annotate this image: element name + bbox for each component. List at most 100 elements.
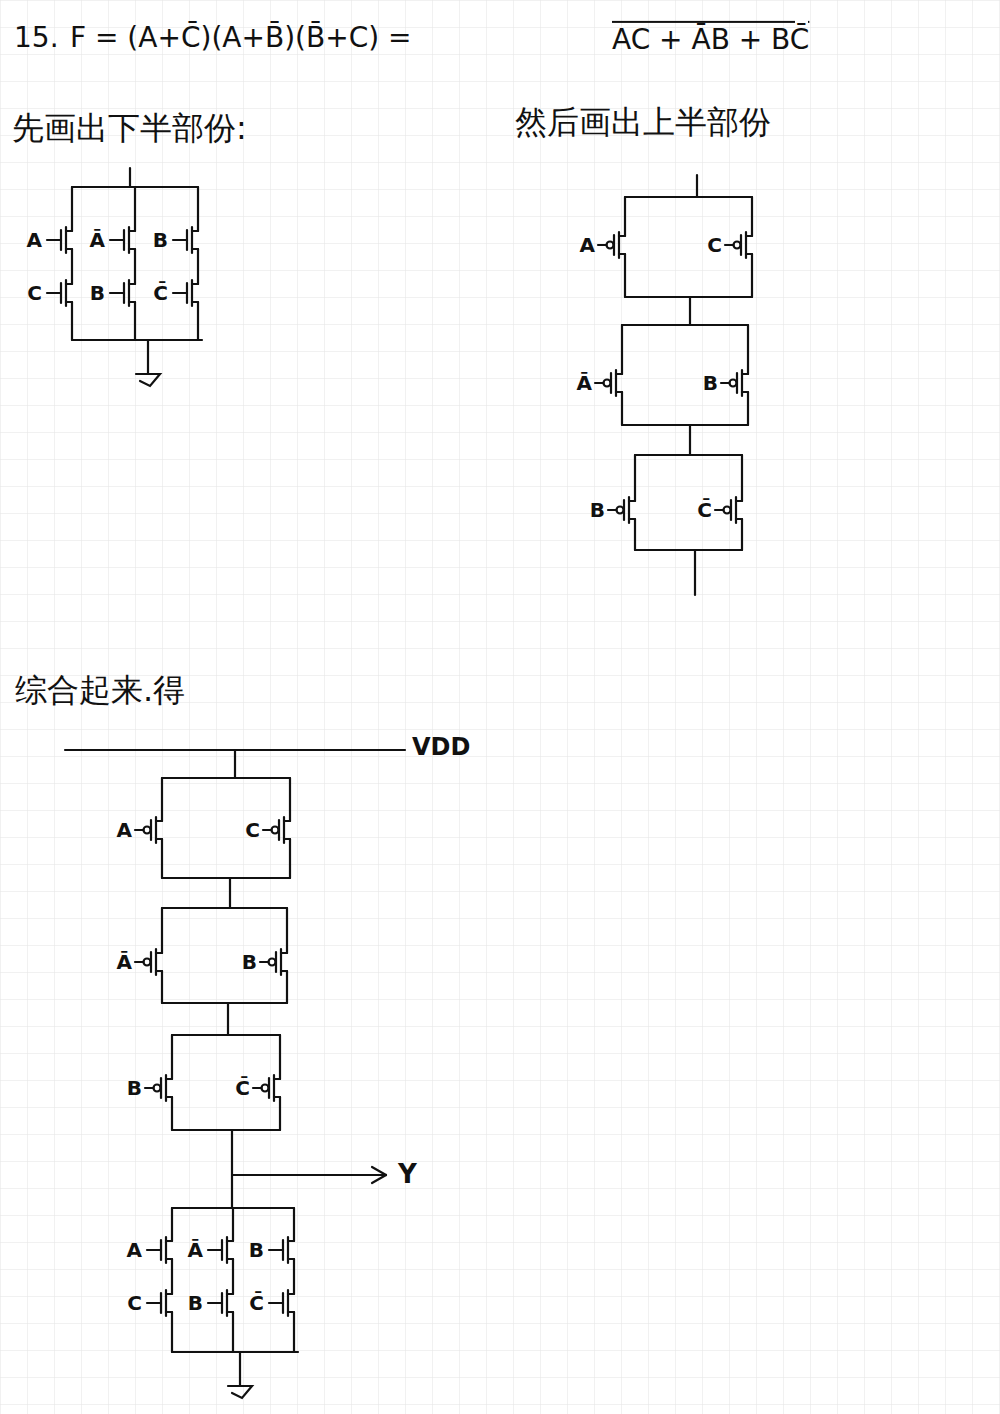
wire bbox=[289, 778, 291, 821]
gate-signal: C̄ bbox=[697, 499, 712, 522]
wire bbox=[239, 1352, 241, 1386]
wire bbox=[227, 1311, 233, 1313]
wire bbox=[66, 230, 72, 232]
wires bbox=[47, 168, 752, 1398]
wire bbox=[288, 1240, 294, 1242]
wire bbox=[171, 1312, 173, 1352]
gate-signal: B bbox=[249, 1239, 264, 1262]
wire bbox=[161, 839, 163, 878]
handwritten-note: AC + ĀB + BC̄ bbox=[612, 24, 809, 56]
wire bbox=[147, 1249, 161, 1251]
wire bbox=[736, 500, 742, 502]
pmos-bubble bbox=[730, 380, 737, 387]
wire bbox=[172, 1034, 280, 1036]
wire bbox=[156, 952, 162, 954]
wire bbox=[227, 1258, 233, 1260]
gate-signal: Ā bbox=[117, 951, 132, 974]
wire bbox=[134, 187, 136, 231]
wire bbox=[741, 455, 743, 501]
wire bbox=[736, 518, 742, 520]
wire bbox=[161, 778, 163, 821]
pmos-bubble bbox=[154, 1085, 161, 1092]
wire bbox=[197, 187, 199, 231]
wire bbox=[208, 1249, 222, 1251]
wire bbox=[129, 168, 131, 187]
wire bbox=[281, 952, 287, 954]
gate-signal: A bbox=[27, 229, 42, 252]
gate-signal: Ā bbox=[188, 1239, 203, 1262]
pmos-bubble bbox=[144, 827, 151, 834]
gate-signal: C bbox=[127, 1292, 142, 1315]
wire bbox=[269, 1249, 283, 1251]
pmos-bubble bbox=[607, 242, 614, 249]
gate-signal: B bbox=[590, 499, 605, 522]
wire bbox=[625, 196, 752, 198]
wire bbox=[621, 392, 623, 425]
wire bbox=[742, 391, 748, 393]
wire bbox=[71, 187, 73, 231]
pmos-bubble bbox=[604, 380, 611, 387]
wire bbox=[134, 249, 136, 284]
wire bbox=[166, 1240, 172, 1242]
gate-signal: C bbox=[27, 282, 42, 305]
wire bbox=[227, 1293, 233, 1295]
wire bbox=[622, 324, 748, 326]
wire bbox=[269, 1302, 283, 1304]
wire bbox=[634, 519, 636, 550]
wire bbox=[595, 382, 604, 384]
wire bbox=[629, 500, 635, 502]
wire bbox=[129, 283, 135, 285]
wire bbox=[619, 235, 625, 237]
wire bbox=[71, 249, 73, 284]
pmos-bubble bbox=[734, 242, 741, 249]
wire bbox=[162, 877, 290, 879]
pmos-bubble bbox=[144, 959, 151, 966]
gate-signal: A bbox=[127, 1239, 142, 1262]
gate-signal: C̄ bbox=[249, 1292, 264, 1315]
gate-signal: B bbox=[90, 282, 105, 305]
wire bbox=[721, 382, 730, 384]
wire bbox=[173, 239, 187, 241]
wire bbox=[129, 230, 135, 232]
wire bbox=[192, 301, 198, 303]
wire bbox=[47, 292, 61, 294]
wire bbox=[192, 230, 198, 232]
wire bbox=[232, 1208, 234, 1241]
gate-signal: Ā bbox=[90, 229, 105, 252]
wire bbox=[197, 302, 199, 340]
wire bbox=[171, 1097, 173, 1130]
ground-symbol bbox=[228, 1386, 252, 1398]
wire bbox=[192, 248, 198, 250]
wire bbox=[232, 1312, 234, 1352]
wire bbox=[288, 1258, 294, 1260]
wire bbox=[274, 1078, 280, 1080]
wire bbox=[746, 253, 752, 255]
wire bbox=[616, 373, 622, 375]
wire bbox=[288, 1311, 294, 1313]
wire bbox=[286, 971, 288, 1003]
wire bbox=[625, 296, 752, 298]
wire bbox=[72, 339, 202, 341]
wire bbox=[232, 1174, 385, 1176]
pmos-bubble bbox=[262, 1085, 269, 1092]
wire bbox=[156, 838, 162, 840]
wire bbox=[234, 750, 236, 778]
wire bbox=[66, 248, 72, 250]
handwritten-note: 先画出下半部份: bbox=[12, 110, 247, 147]
gate-signal: C bbox=[245, 819, 260, 842]
wire bbox=[232, 1259, 234, 1294]
wire bbox=[284, 820, 290, 822]
wire bbox=[129, 248, 135, 250]
wire bbox=[166, 1096, 172, 1098]
wire bbox=[156, 820, 162, 822]
handwritten-note: VDD bbox=[412, 734, 470, 762]
wire bbox=[372, 1175, 386, 1183]
wire bbox=[171, 1035, 173, 1079]
wire bbox=[197, 249, 199, 284]
pmos-bubble bbox=[617, 507, 624, 514]
wire bbox=[147, 1302, 161, 1304]
wire bbox=[166, 1078, 172, 1080]
handwritten-note: 然后画出上半部份 bbox=[515, 104, 771, 141]
